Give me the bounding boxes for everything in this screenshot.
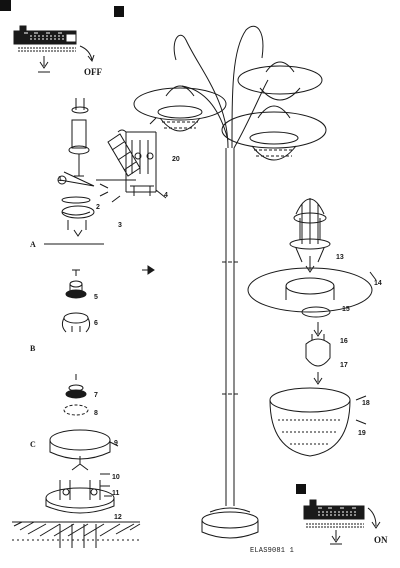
step-number: 11 (112, 490, 120, 497)
step-number: 7 (94, 392, 98, 399)
section-label-a: A (30, 240, 36, 249)
step-number: 3 (118, 222, 122, 229)
corner-mark-top-left (0, 0, 11, 11)
flow-arrow-icon (142, 265, 155, 275)
lamp-socket-detail-icon (107, 117, 167, 203)
section-label-b: B (30, 344, 36, 353)
fuse-box-on-icon (303, 499, 381, 545)
step-number: 16 (340, 338, 348, 345)
step-number: 5 (94, 294, 98, 301)
step-number: 10 (112, 474, 120, 481)
corner-mark-top-center (114, 6, 124, 17)
lamp-post-icon (133, 25, 327, 539)
fuse-box-off-icon (13, 25, 95, 73)
lamp-holder-assembly-icon (57, 98, 136, 237)
corner-mark-bottom-right (296, 484, 306, 494)
step-number: 4 (164, 192, 168, 199)
switch-on-label: ON (374, 535, 388, 545)
step-number: 6 (94, 320, 98, 327)
step-number: 20 (172, 156, 180, 163)
ground-hatch-icon (12, 521, 141, 548)
step-number: 13 (336, 254, 344, 261)
section-c-parts-icon (45, 374, 119, 514)
step-number: 1 (58, 176, 62, 183)
step-number: 14 (374, 280, 382, 287)
document-code: ELAS9081 1 (250, 547, 295, 555)
switch-off-label: OFF (84, 67, 102, 77)
step-number: 12 (114, 514, 122, 521)
step-number: 9 (114, 440, 118, 447)
step-number: 2 (96, 204, 100, 211)
exploded-lamp-head-icon (247, 198, 377, 457)
step-number: 18 (362, 400, 370, 407)
section-b-parts-icon (61, 269, 91, 333)
step-number: 19 (358, 430, 366, 437)
step-number: 8 (94, 410, 98, 417)
step-number: 17 (340, 362, 348, 369)
section-label-c: C (30, 440, 36, 449)
step-number: 15 (342, 306, 350, 313)
